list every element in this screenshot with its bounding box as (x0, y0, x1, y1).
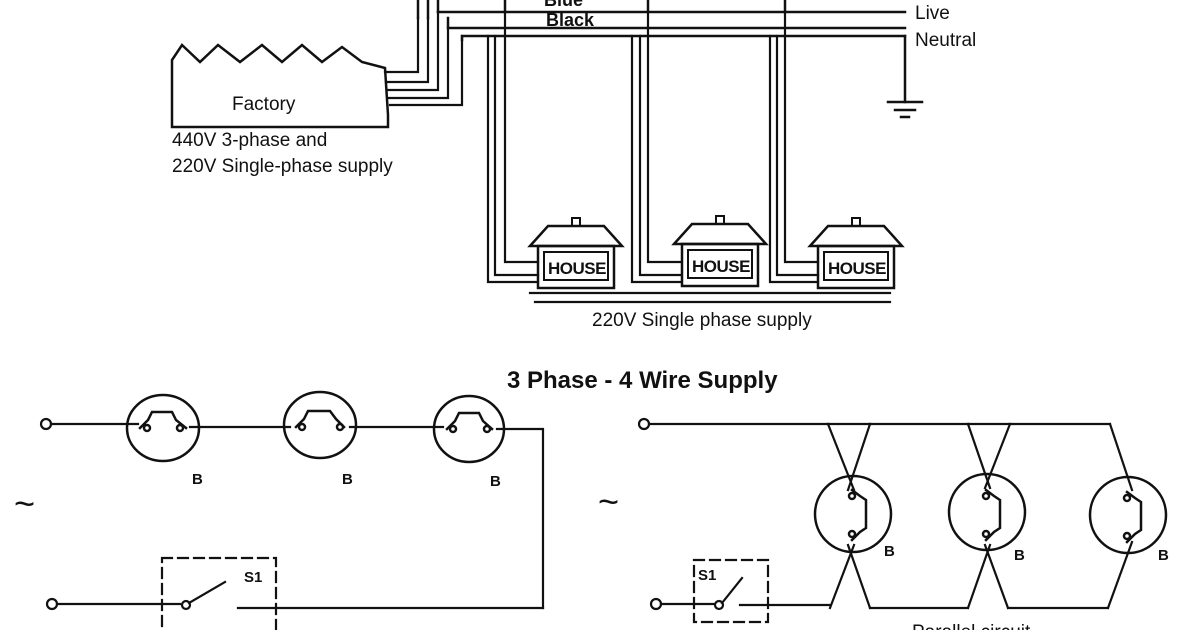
series-lamp-3-label: B (490, 473, 501, 490)
wire-label-live: Live (915, 3, 950, 24)
series-ac-source-symbol: ~ (14, 483, 35, 524)
factory-supply-line2: 220V Single-phase supply (172, 156, 393, 177)
parallel-switch-label: S1 (698, 567, 716, 584)
parallel-lamp-3 (1088, 475, 1168, 555)
parallel-lamp-1-label: B (884, 543, 895, 560)
parallel-lamp-3-label: B (1158, 547, 1169, 564)
parallel-wiring (637, 417, 1134, 624)
parallel-caption-cropped: Parallel circuit (912, 622, 1031, 630)
series-lamp-1-label: B (192, 471, 203, 488)
earth-symbol (886, 34, 924, 119)
parallel-lamp-1 (813, 474, 893, 554)
series-wiring (39, 417, 545, 635)
series-lamp-2 (282, 390, 358, 460)
parallel-ac-source-symbol: ~ (598, 481, 619, 522)
house-feed-wires (486, 10, 892, 304)
factory: Factory 440V 3-phase and 220V Single-pha… (170, 43, 393, 177)
house-3-label: HOUSE (828, 259, 886, 278)
house-2-label: HOUSE (692, 257, 750, 276)
house-1-label: HOUSE (548, 259, 606, 278)
series-circuit: B B B S1 ~ (14, 390, 545, 635)
factory-feed-wires (383, 10, 464, 107)
factory-supply-line1: 440V 3-phase and (172, 130, 327, 151)
wire-label-blue: Blue (544, 0, 583, 10)
series-lamp-1 (125, 393, 201, 463)
series-lamps (125, 390, 506, 464)
wire-label-black: Black (546, 10, 595, 30)
main-wires (416, 0, 907, 42)
series-lamp-2-label: B (342, 471, 353, 488)
house-supply-label: 220V Single phase supply (592, 310, 812, 331)
parallel-lamp-2-label: B (1014, 547, 1025, 564)
series-lamp-3 (432, 394, 506, 464)
factory-label: Factory (232, 94, 296, 115)
house-2: HOUSE (671, 215, 769, 288)
house-1: HOUSE (527, 217, 625, 290)
parallel-circuit: B B B S1 ~ Parallel circuit (598, 417, 1169, 635)
house-3: HOUSE (807, 217, 905, 290)
distribution-diagram: Factory 440V 3-phase and 220V Single-pha… (170, 0, 976, 331)
parallel-lamp-2 (947, 472, 1027, 552)
wire-label-neutral: Neutral (915, 30, 976, 51)
diagram-title: 3 Phase - 4 Wire Supply (507, 367, 778, 394)
parallel-lamps (813, 472, 1168, 555)
series-switch-label: S1 (244, 569, 262, 586)
